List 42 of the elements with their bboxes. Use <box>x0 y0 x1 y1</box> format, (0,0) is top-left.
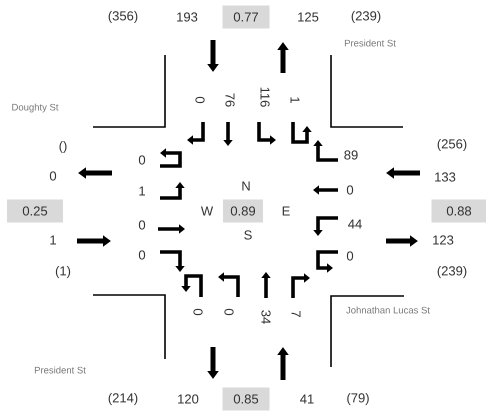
count-label: 34 <box>261 310 271 324</box>
count-label: 1 <box>139 186 145 196</box>
count-label: 116 <box>260 88 270 107</box>
count-label: (256) <box>438 138 466 152</box>
count-label: 0 <box>346 185 354 195</box>
street-name: President St <box>344 40 396 46</box>
count-label: 0 <box>224 308 234 316</box>
factor-box: 0.88 <box>432 200 486 222</box>
count-label: 1 <box>50 236 56 244</box>
street-name: President St <box>34 366 86 374</box>
compass-letter: E <box>282 206 290 216</box>
factor-box: 0.85 <box>222 388 270 410</box>
count-label: (239) <box>352 10 380 24</box>
street-name: Doughty St <box>12 104 58 112</box>
count-label: 7 <box>292 311 300 317</box>
count-label: 89 <box>344 150 358 160</box>
count-label: (214) <box>108 392 138 406</box>
count-label: (356) <box>108 10 138 24</box>
factor-box: 0.89 <box>223 200 263 222</box>
count-label: 0 <box>193 308 203 316</box>
count-label: 0 <box>346 251 354 261</box>
count-label: (239) <box>438 266 466 278</box>
count-label: 125 <box>298 12 318 22</box>
count-label: () <box>59 140 67 154</box>
count-label: 41 <box>300 394 314 404</box>
count-label: 120 <box>178 394 198 404</box>
count-label: 0 <box>195 96 205 104</box>
count-label: 1 <box>290 97 300 103</box>
count-label: 193 <box>177 12 198 22</box>
count-label: 0 <box>50 171 56 181</box>
count-label: (79) <box>347 392 369 406</box>
count-label: 0 <box>138 220 146 230</box>
count-label: 133 <box>435 172 456 182</box>
factor-box: 0.77 <box>222 6 270 28</box>
count-label: 76 <box>225 93 235 107</box>
count-label: 0 <box>138 155 146 165</box>
count-label: (1) <box>56 266 70 278</box>
count-label: 0 <box>138 250 146 260</box>
street-name: Johnathan Lucas St <box>346 306 430 314</box>
count-label: 123 <box>433 235 454 245</box>
count-label: 44 <box>348 220 362 228</box>
factor-box: 0.25 <box>7 200 63 222</box>
